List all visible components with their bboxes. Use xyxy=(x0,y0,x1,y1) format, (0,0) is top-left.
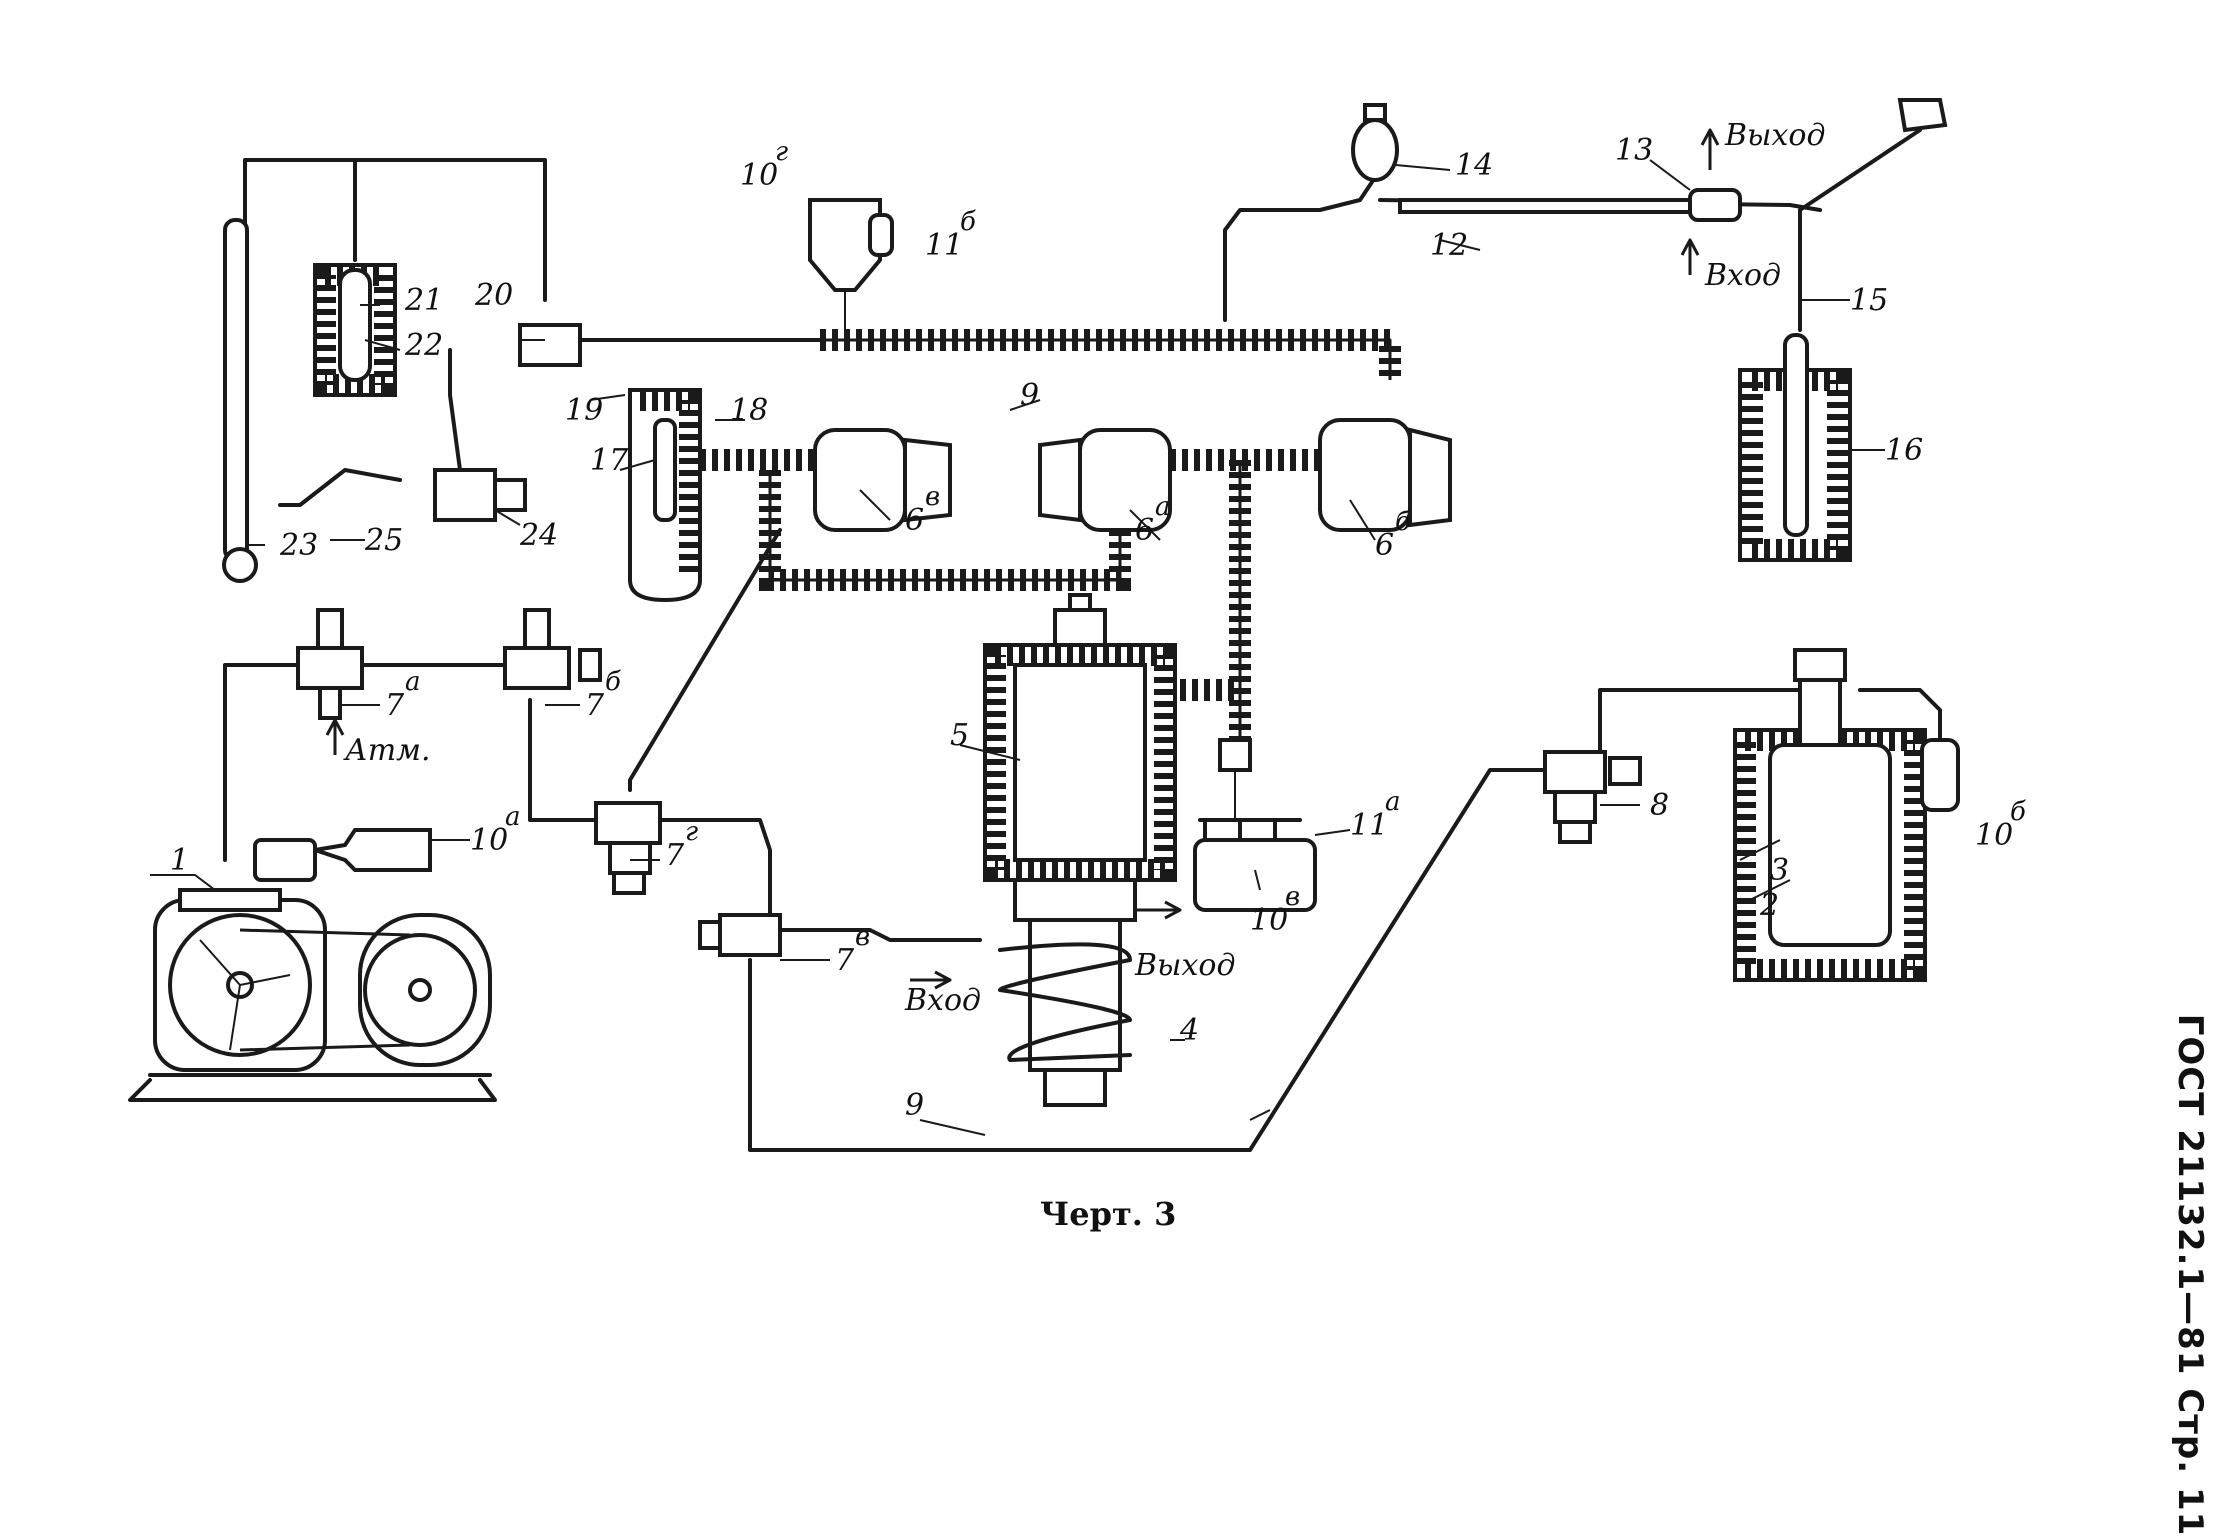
label-5: 5 xyxy=(950,718,969,753)
label-21: 21 xyxy=(404,283,443,318)
label-input-top: Вход xyxy=(1704,258,1781,293)
heated-manifold xyxy=(700,329,1401,740)
part-labels: 1 2 3 4 5 6 а 6 б 6 в 7 а 7 б 7 г 7 в 8 … xyxy=(170,133,2026,1123)
label-10b: 10 xyxy=(1975,818,2013,853)
label-7b: 7 xyxy=(585,688,605,723)
label-13: 13 xyxy=(1615,133,1653,168)
ampoule-10g-11b xyxy=(808,198,894,330)
label-output-bottom: Выход xyxy=(1134,948,1235,983)
cooler-4 xyxy=(998,878,1137,1107)
label-7v-sup: в xyxy=(855,922,870,952)
gauge-10a xyxy=(253,828,432,882)
label-16: 16 xyxy=(1885,433,1923,468)
label-4: 4 xyxy=(1179,1013,1199,1048)
label-24: 24 xyxy=(519,518,558,553)
label-7a-sup: а xyxy=(405,667,421,697)
label-1: 1 xyxy=(170,843,189,878)
label-10g-sup: г xyxy=(775,137,788,167)
label-14: 14 xyxy=(1455,148,1493,183)
thermometer xyxy=(222,218,258,583)
vessel-2-3 xyxy=(1733,648,1927,982)
bulb-14 xyxy=(1351,103,1399,182)
label-2: 2 xyxy=(1759,888,1779,923)
label-15: 15 xyxy=(1850,283,1888,318)
trap-22-in-dewar-21 xyxy=(313,263,397,397)
label-11b-sup: б xyxy=(960,207,976,237)
label-6a-sup: а xyxy=(1155,492,1171,522)
label-7v: 7 xyxy=(835,943,855,978)
figure-caption: Черт. 3 xyxy=(1040,1195,1177,1233)
label-11b: 11 xyxy=(925,228,963,263)
label-11a: 11 xyxy=(1350,808,1388,843)
furnace-5 xyxy=(983,593,1177,882)
label-10b-sup: б xyxy=(2010,797,2026,827)
label-10a: 10 xyxy=(470,823,508,858)
flow-arrows xyxy=(325,128,1720,990)
label-10a-sup: а xyxy=(505,802,521,832)
label-20: 20 xyxy=(474,278,513,313)
label-9-bottom: 9 xyxy=(905,1088,924,1123)
label-6b: 6 xyxy=(1375,528,1394,563)
label-output-top: Выход xyxy=(1724,118,1825,153)
ampoules-10v-11a xyxy=(1193,738,1317,912)
label-atm: Атм. xyxy=(343,733,431,768)
leader-lines xyxy=(150,159,1885,1136)
label-23: 23 xyxy=(279,528,318,563)
vacuum-pump xyxy=(128,888,497,1102)
tube-12-13 xyxy=(1398,188,1742,222)
label-7a: 7 xyxy=(385,688,405,723)
vacuum-lines xyxy=(223,128,1942,1152)
label-6v-sup: в xyxy=(925,482,940,512)
side-arm-15 xyxy=(1897,98,1948,133)
gauge-10b xyxy=(1920,738,1960,812)
label-3: 3 xyxy=(1770,853,1789,888)
side-page-mark: ГОСТ 21132.1—81 Стр. 11 xyxy=(2170,1014,2210,1536)
label-input-bottom: Вход xyxy=(904,983,981,1018)
label-12: 12 xyxy=(1430,228,1468,263)
side-page-mark-text: ГОСТ 21132.1—81 Стр. 11 xyxy=(2170,1013,2210,1536)
label-6b-sup: б xyxy=(1395,507,1411,537)
label-8: 8 xyxy=(1650,788,1669,823)
label-9-top: 9 xyxy=(1020,378,1039,413)
label-25: 25 xyxy=(364,523,403,558)
mechanical-valves-6 xyxy=(813,418,1452,532)
vapour-trap-17-19 xyxy=(628,388,702,603)
valves xyxy=(296,323,1642,957)
label-7g-sup: г xyxy=(685,817,698,847)
flow-text: Атм. Вход Выход Вход Выход xyxy=(343,118,1825,1018)
label-10v: 10 xyxy=(1250,903,1288,938)
label-11a-sup: а xyxy=(1385,787,1401,817)
oven-16 xyxy=(1738,333,1852,562)
label-7g: 7 xyxy=(665,838,685,873)
label-22: 22 xyxy=(404,328,443,363)
label-6v: 6 xyxy=(905,503,924,538)
label-18: 18 xyxy=(730,393,768,428)
label-17: 17 xyxy=(590,443,629,478)
label-6a: 6 xyxy=(1135,513,1154,548)
label-7b-sup: б xyxy=(605,667,621,697)
label-10g: 10 xyxy=(740,158,778,193)
label-19: 19 xyxy=(565,393,603,428)
label-10v-sup: в xyxy=(1285,882,1300,912)
